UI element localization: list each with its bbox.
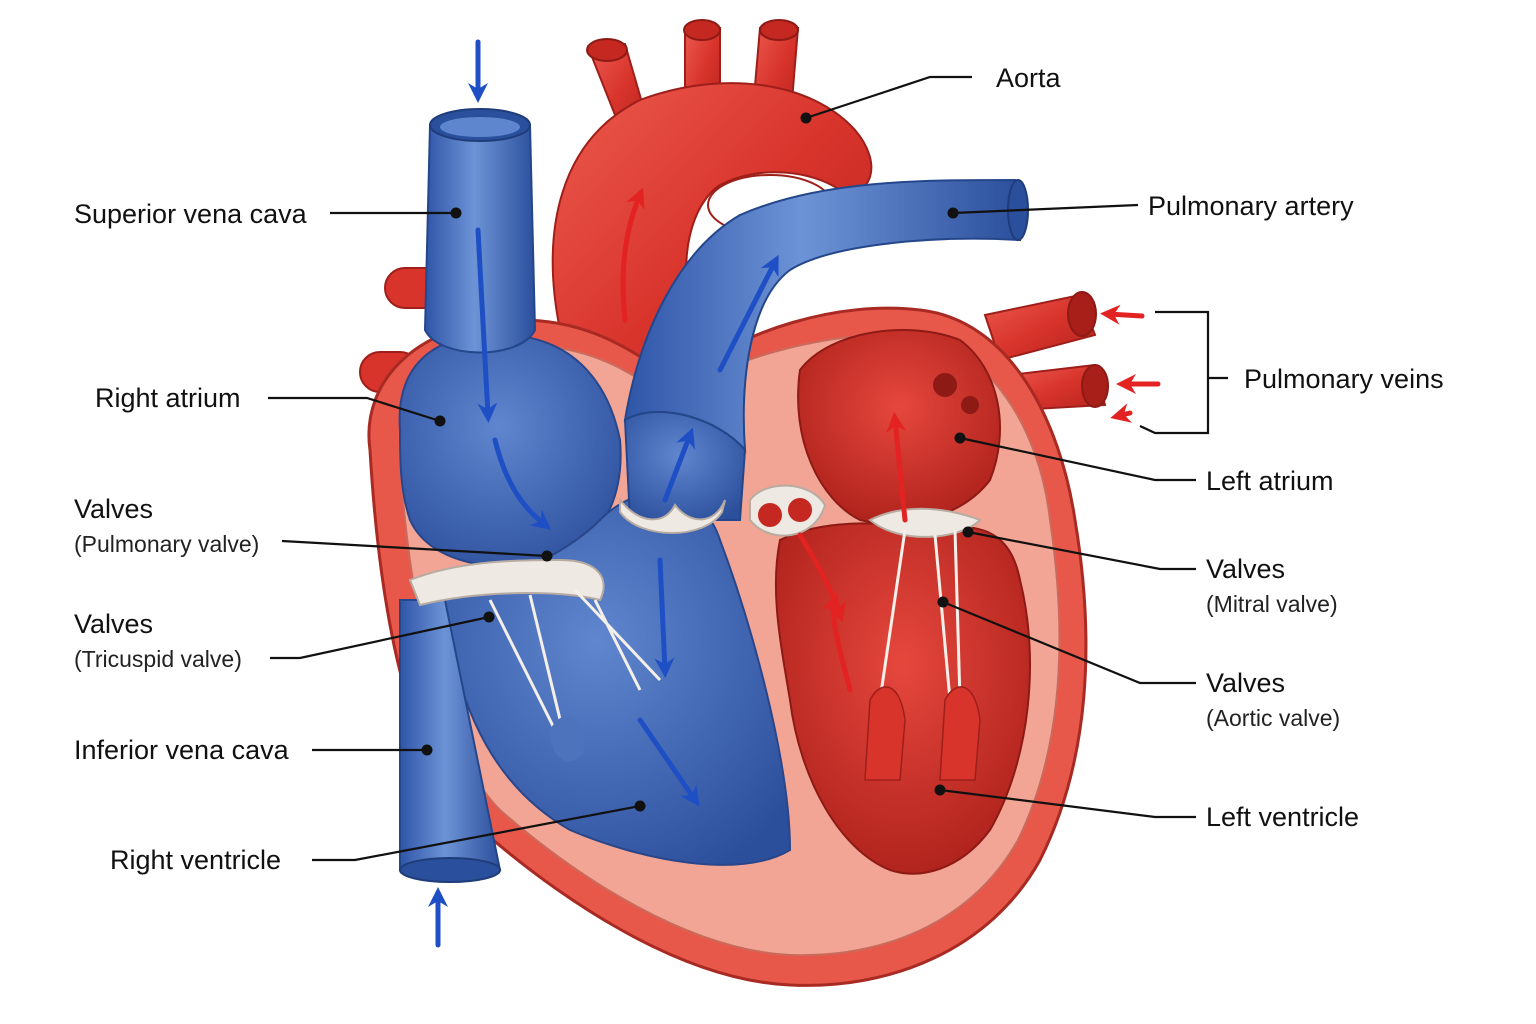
label-tricuspid-valve-sub: (Tricuspid valve) — [74, 646, 242, 672]
flow-arrow-rv-apex — [637, 717, 700, 807]
label-pulmonary-valve-sub: (Pulmonary valve) — [74, 531, 260, 557]
pulmonary-veins-shape — [983, 291, 1109, 412]
label-mitral-valve-title: Valves — [1206, 554, 1286, 584]
label-superior-vena-cava: Superior vena cava — [74, 199, 307, 229]
leader-dots — [421, 112, 974, 812]
label-aortic-valve-title: Valves — [1206, 668, 1286, 698]
flow-arrow-ra — [475, 227, 498, 423]
flow-arrow-rv-up — [662, 427, 696, 503]
label-aortic-valve-sub: (Aortic valve) — [1206, 705, 1341, 731]
label-pulmonary-valve-title: Valves — [74, 494, 154, 524]
flow-arrow-tricuspid — [492, 437, 552, 530]
flow-arrow-pa — [717, 254, 779, 373]
label-pulmonary-artery: Pulmonary artery — [1148, 191, 1354, 221]
flow-arrow-la — [886, 412, 908, 523]
leader-lines — [268, 75, 1228, 862]
inferior-vena-cava-shape — [399, 599, 502, 883]
label-right-ventricle: Right ventricle — [110, 845, 282, 875]
label-left-atrium: Left atrium — [1206, 466, 1334, 496]
valve-shapes — [408, 484, 982, 781]
flow-arrow-pv-3 — [1110, 403, 1133, 423]
label-aorta: Aorta — [996, 63, 1061, 93]
flow-arrows — [428, 39, 1161, 948]
label-left-ventricle: Left ventricle — [1206, 802, 1360, 832]
label-mitral-valve-sub: (Mitral valve) — [1206, 591, 1338, 617]
flow-arrow-pv-1 — [1100, 304, 1145, 325]
left-atrium-cavity — [797, 329, 1001, 525]
flow-arrow-lv — [797, 532, 846, 623]
flow-arrow-rv-down — [654, 557, 675, 678]
label-tricuspid-valve-title: Valves — [74, 609, 154, 639]
label-pulmonary-veins: Pulmonary veins — [1244, 364, 1444, 394]
label-right-atrium: Right atrium — [95, 383, 241, 413]
aorta-shape — [551, 19, 873, 421]
label-inferior-vena-cava: Inferior vena cava — [74, 735, 289, 765]
flow-arrow-aorta — [620, 187, 645, 323]
pulmonary-artery-shape — [623, 178, 1029, 521]
